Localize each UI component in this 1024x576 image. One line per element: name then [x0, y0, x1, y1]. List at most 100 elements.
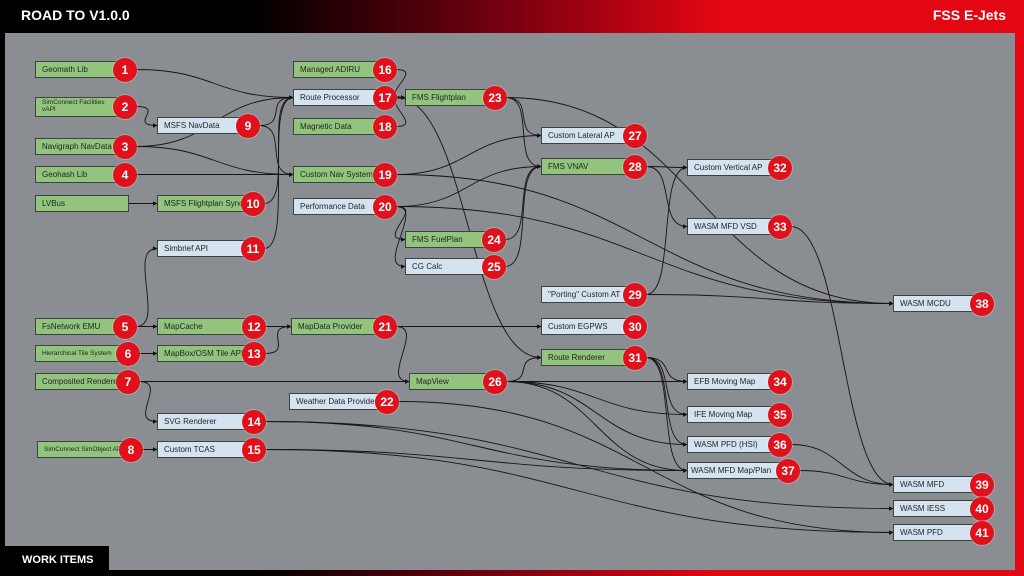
work-item-number-badge: 24	[482, 227, 506, 252]
work-item-28[interactable]: FMS VNAV	[541, 158, 635, 175]
work-item-number-badge: 37	[776, 458, 800, 483]
work-item-label: MapView	[416, 377, 449, 386]
work-item-number-badge: 3	[113, 134, 137, 159]
work-item-2[interactable]: SimConnect Facilities vAPI	[35, 97, 125, 117]
work-item-label: MSFS Flightplan Sync	[164, 199, 244, 208]
work-item-31[interactable]: Route Renderer	[541, 349, 635, 366]
work-item-5[interactable]: FsNetwork EMU	[35, 318, 125, 335]
work-item-number-badge: 5	[113, 314, 137, 339]
work-item-label: SimConnect SimObject API	[44, 446, 124, 453]
work-item-number-badge: 8	[119, 437, 143, 462]
work-item-number-badge: 13	[242, 341, 266, 366]
work-item-23[interactable]: FMS Flightplan	[405, 89, 495, 106]
work-item-38[interactable]: WASM MCDU	[893, 295, 982, 312]
work-item-number-badge: 2	[113, 94, 137, 119]
work-item-6[interactable]: Hierarchical Tile System	[35, 345, 128, 362]
work-item-label: MapData Provider	[298, 322, 363, 331]
work-item-4[interactable]: Geohash Lib	[35, 166, 125, 183]
work-item-number-badge: 4	[113, 162, 137, 187]
work-item-number-badge: 32	[768, 155, 792, 180]
work-item-22[interactable]: Weather Data Provider	[289, 393, 387, 410]
work-item-label: FMS Flightplan	[412, 93, 466, 102]
work-item-29[interactable]: "Porting" Custom AT	[541, 286, 635, 303]
work-item-number-badge: 15	[242, 437, 266, 462]
work-item-label: "Porting" Custom AT	[548, 290, 621, 299]
work-item-41[interactable]: WASM PFD	[893, 524, 982, 541]
work-item-label: WASM MFD VSD	[694, 222, 757, 231]
work-item-24[interactable]: FMS FuelPlan	[405, 231, 494, 248]
work-item-number-badge: 35	[768, 402, 792, 427]
work-item-label: Route Renderer	[548, 353, 605, 362]
work-item-3[interactable]: Navigraph NavData	[35, 138, 125, 155]
work-item-number-badge: 6	[116, 341, 140, 366]
work-item-number-badge: 1	[113, 57, 137, 82]
work-item-7[interactable]: Composited Renderer	[35, 373, 128, 390]
work-item-number-badge: 17	[373, 85, 397, 110]
work-item-10[interactable]: MSFS Flightplan Sync	[157, 195, 253, 212]
work-item-37[interactable]: WASM MFD Map/Plan	[687, 462, 788, 479]
work-item-number-badge: 36	[768, 432, 792, 457]
work-item-number-badge: 23	[483, 85, 507, 110]
work-item-label: WASM MFD	[900, 480, 945, 489]
work-item-label: Custom Lateral AP	[548, 131, 615, 140]
work-item-label: LVBus	[42, 199, 65, 208]
work-item-label: EFB Moving Map	[694, 377, 756, 386]
work-item-40[interactable]: WASM IESS	[893, 500, 982, 517]
work-item-label: IFE Moving Map	[694, 410, 753, 419]
work-item-label: WASM IESS	[900, 504, 946, 513]
work-item-30[interactable]: Custom EGPWS	[541, 318, 635, 335]
work-item-number-badge: 28	[623, 154, 647, 179]
work-item-number-badge: 14	[242, 409, 266, 434]
work-item-label: Custom TCAS	[164, 445, 215, 454]
work-item-18[interactable]: Magnetic Data	[293, 118, 385, 135]
work-item-label: Composited Renderer	[42, 377, 121, 386]
work-item-label: FsNetwork EMU	[42, 322, 101, 331]
work-item-number-badge: 9	[236, 113, 260, 138]
work-item-33[interactable]: WASM MFD VSD	[687, 218, 780, 235]
work-item-32[interactable]: Custom Vertical AP	[687, 159, 780, 176]
work-item-20[interactable]: Performance Data	[293, 198, 385, 215]
work-item-number-badge: 22	[375, 389, 399, 414]
work-item-34[interactable]: EFB Moving Map	[687, 373, 780, 390]
work-item-8[interactable]: SimConnect SimObject API	[37, 441, 131, 458]
work-item-label: MapCache	[164, 322, 203, 331]
work-item-number-badge: 31	[623, 345, 647, 370]
work-item-number-badge: 25	[482, 254, 506, 279]
work-item-number-badge: 18	[373, 114, 397, 139]
work-item-1[interactable]: Geomath Lib	[35, 61, 125, 78]
work-item-label: Simbrief API	[164, 244, 209, 253]
work-item-number-badge: 27	[623, 123, 647, 148]
work-item-number-badge: 40	[970, 496, 994, 521]
work-item-9[interactable]: MSFS NavData	[157, 117, 248, 134]
diagram-canvas	[5, 33, 1015, 570]
work-item-15[interactable]: Custom TCAS	[157, 441, 254, 458]
work-item-25[interactable]: CG Calc	[405, 258, 494, 275]
work-item-39[interactable]: WASM MFD	[893, 476, 982, 493]
work-item-label: WASM PFD (HSI)	[694, 440, 758, 449]
work-item-16[interactable]: Managed ADIRU	[293, 61, 385, 78]
work-item-12[interactable]: MapCache	[157, 318, 254, 335]
work-item-17[interactable]: Route Processor	[293, 89, 385, 106]
work-item-36[interactable]: WASM PFD (HSI)	[687, 436, 780, 453]
work-item-number-badge: 10	[241, 191, 265, 216]
work-item-label: Hierarchical Tile System	[42, 350, 112, 357]
work-item-label: Weather Data Provider	[296, 397, 378, 406]
work-item-label: Magnetic Data	[300, 122, 352, 131]
work-item-27[interactable]: Custom Lateral AP	[541, 127, 635, 144]
work-item-label: FMS FuelPlan	[412, 235, 463, 244]
work-item-label: Geohash Lib	[42, 170, 88, 179]
work-item-number-badge: 34	[768, 369, 792, 394]
work-item-14[interactable]: SVG Renderer	[157, 413, 254, 430]
work-item-13[interactable]: MapBox/OSM Tile API	[157, 345, 254, 362]
work-item-label: Geomath Lib	[42, 65, 88, 74]
work-item-21[interactable]: MapData Provider	[291, 318, 385, 335]
work-item-label: Managed ADIRU	[300, 65, 361, 74]
work-item-LV[interactable]: LVBus	[35, 195, 129, 212]
work-item-11[interactable]: Simbrief API	[157, 240, 253, 257]
work-item-19[interactable]: Custom Nav System	[293, 166, 385, 183]
work-item-number-badge: 26	[483, 369, 507, 394]
work-item-number-badge: 41	[970, 520, 994, 545]
work-item-35[interactable]: IFE Moving Map	[687, 406, 780, 423]
work-item-label: Custom EGPWS	[548, 322, 608, 331]
work-item-label: SimConnect Facilities vAPI	[42, 99, 105, 113]
